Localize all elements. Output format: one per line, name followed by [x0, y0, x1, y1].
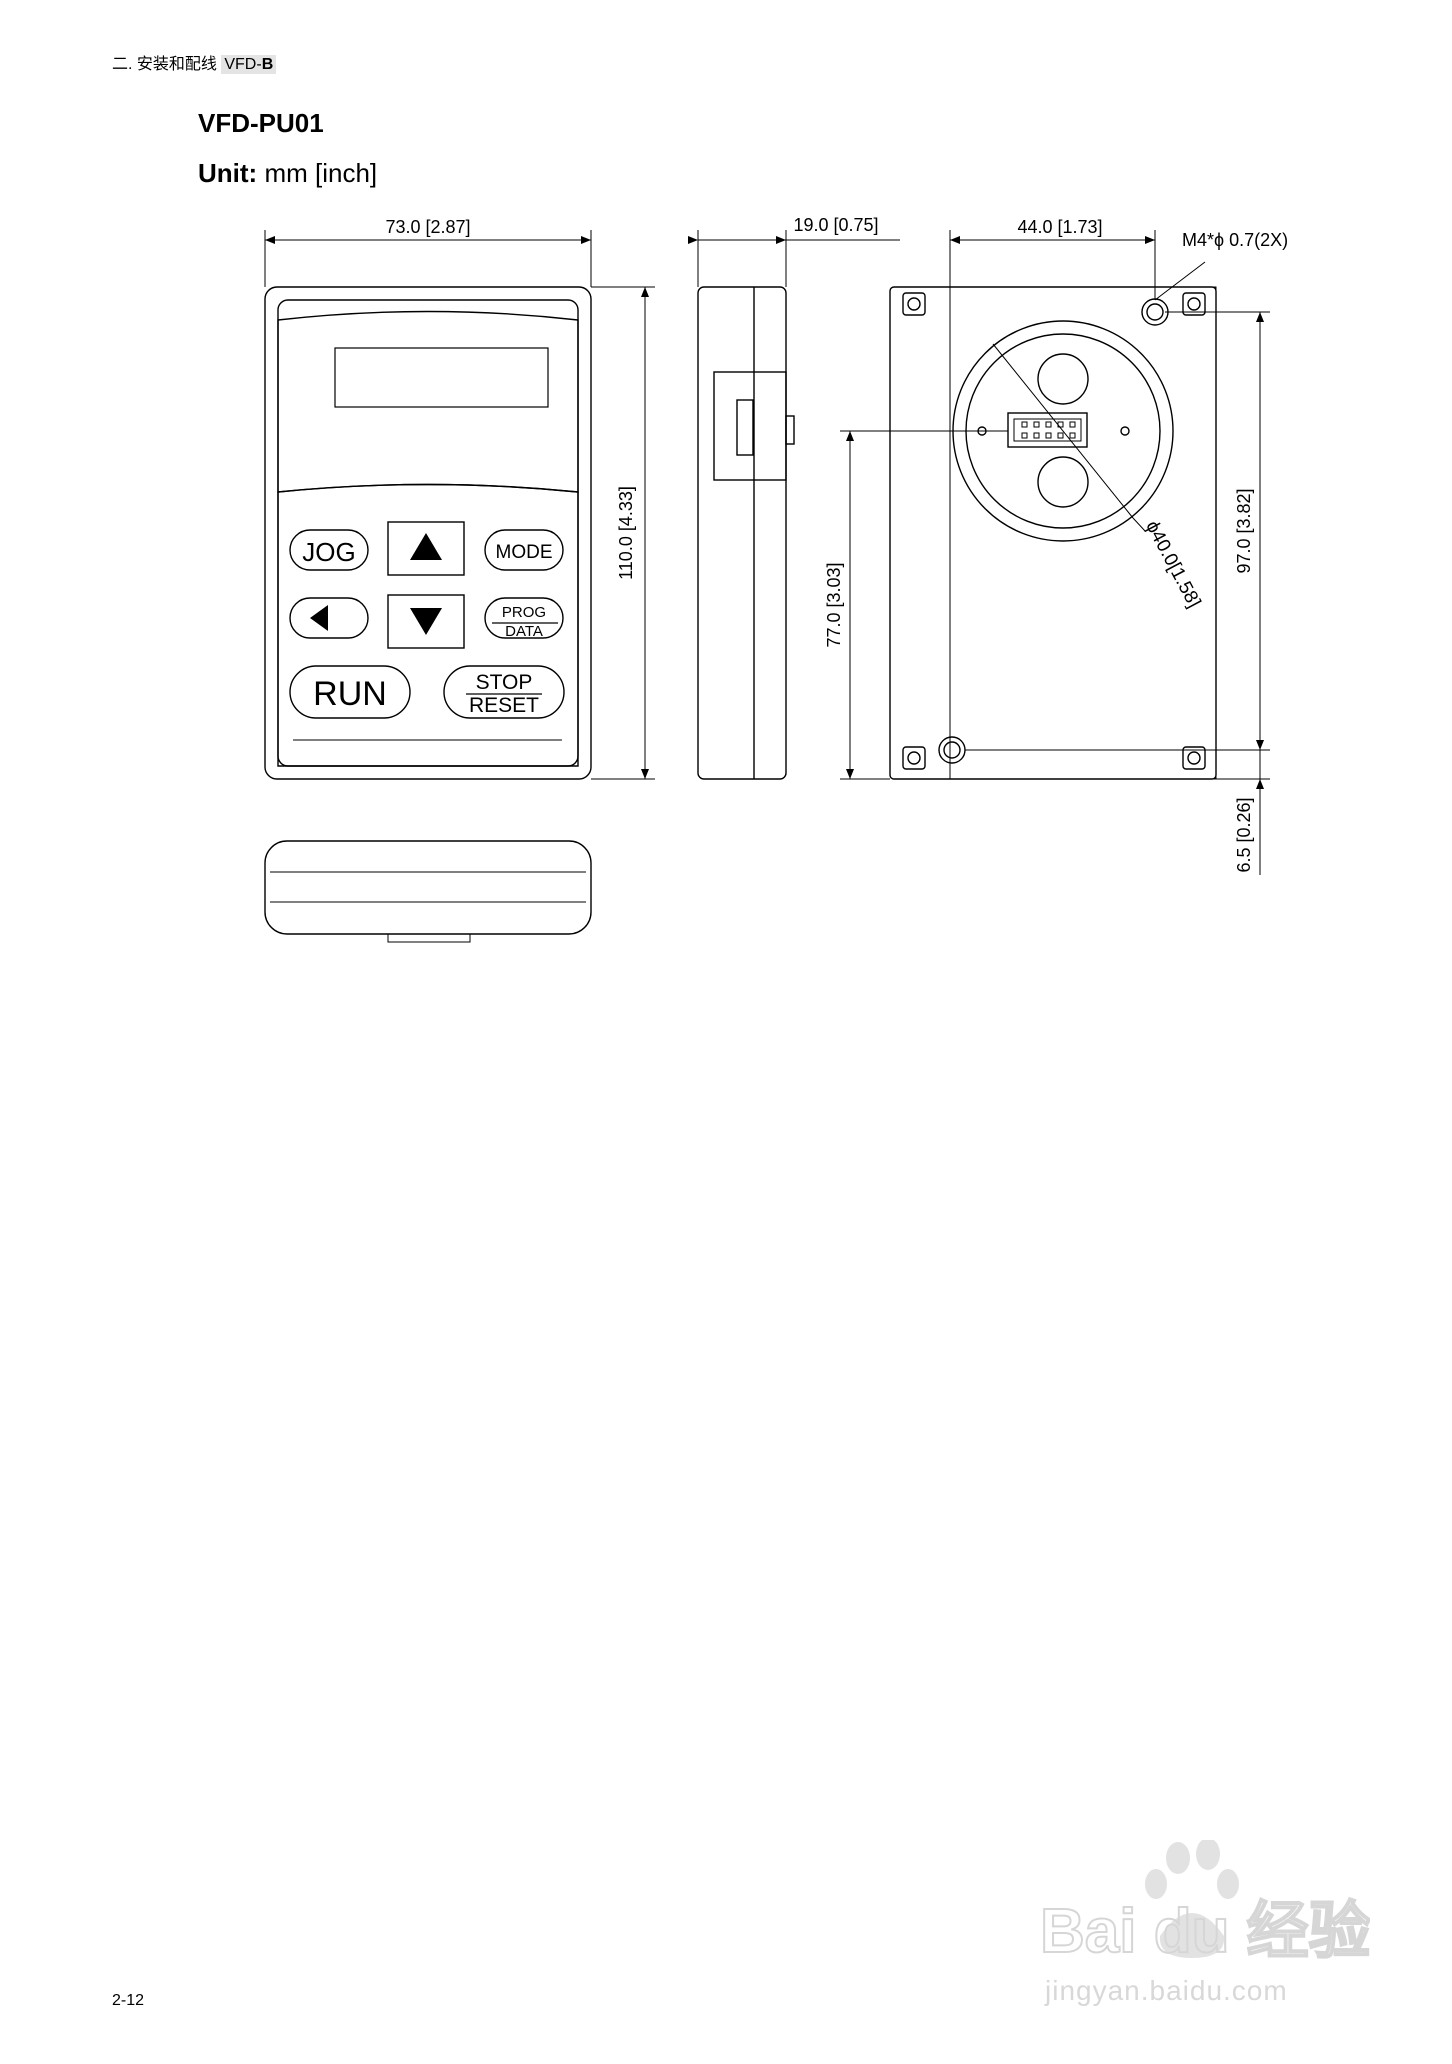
- side-view: [697, 286, 795, 780]
- page-header: 二. 安装和配线 VFD-B: [112, 50, 277, 74]
- cutout-diameter-label: ϕ40.0[1.58]: [1141, 517, 1204, 611]
- model-badge: VFD-B: [221, 55, 277, 74]
- unit-line: Unit: mm [inch]: [198, 158, 377, 189]
- mode-key-label: MODE: [496, 542, 553, 563]
- jog-key-label: JOG: [302, 537, 355, 567]
- front-width-label: 73.0 [2.87]: [385, 217, 470, 237]
- left-key: [289, 597, 369, 639]
- rear-bottom-offset-label: 6.5 [0.26]: [1234, 797, 1254, 872]
- page-number: 2-12: [112, 1992, 145, 2009]
- run-key-label: RUN: [313, 675, 387, 713]
- rear-view: [889, 286, 1217, 780]
- down-arrow-icon: [410, 608, 442, 635]
- bottom-view: [264, 840, 592, 943]
- front-view: [264, 286, 592, 780]
- jog-key: [289, 529, 369, 571]
- stop-key-label: STOP: [476, 671, 533, 694]
- down-key: [387, 594, 465, 649]
- watermark-url: jingyan.baidu.com: [1045, 1975, 1288, 2006]
- rear-hole-spacing-label: 44.0 [1.73]: [1017, 217, 1102, 237]
- prog-data-key: [484, 597, 564, 639]
- prog-key-label: PROG: [502, 604, 546, 621]
- side-depth-label: 19.0 [0.75]: [793, 215, 878, 235]
- up-arrow-icon: [410, 533, 442, 560]
- screw-spec-label: M4*ϕ 0.7(2X): [1182, 230, 1288, 250]
- mode-key: [484, 529, 564, 571]
- front-height-label: 110.0 [4.33]: [616, 486, 636, 580]
- left-arrow-icon: [310, 605, 328, 631]
- rear-hole-height-label: 97.0 [3.82]: [1234, 488, 1254, 573]
- product-title: VFD-PU01: [198, 108, 324, 138]
- reset-key-label: RESET: [469, 694, 539, 717]
- stop-reset-key: [443, 665, 565, 719]
- dimension-drawing: JOG MODE PROG DATA RUN STOP RESET 73.0 […: [264, 215, 1288, 943]
- data-key-label: DATA: [505, 623, 543, 640]
- unit-label: Unit:: [198, 158, 258, 188]
- rear-center-height-label: 77.0 [3.03]: [824, 562, 844, 647]
- watermark-brand: Bai du 经验: [1040, 1897, 1370, 1966]
- up-key: [387, 521, 465, 576]
- section-title: 二. 安装和配线: [112, 56, 217, 73]
- baidu-watermark-logo: Bai du 经验: [1039, 1840, 1370, 1967]
- unit-value: mm [inch]: [264, 158, 378, 188]
- run-key: [289, 665, 411, 719]
